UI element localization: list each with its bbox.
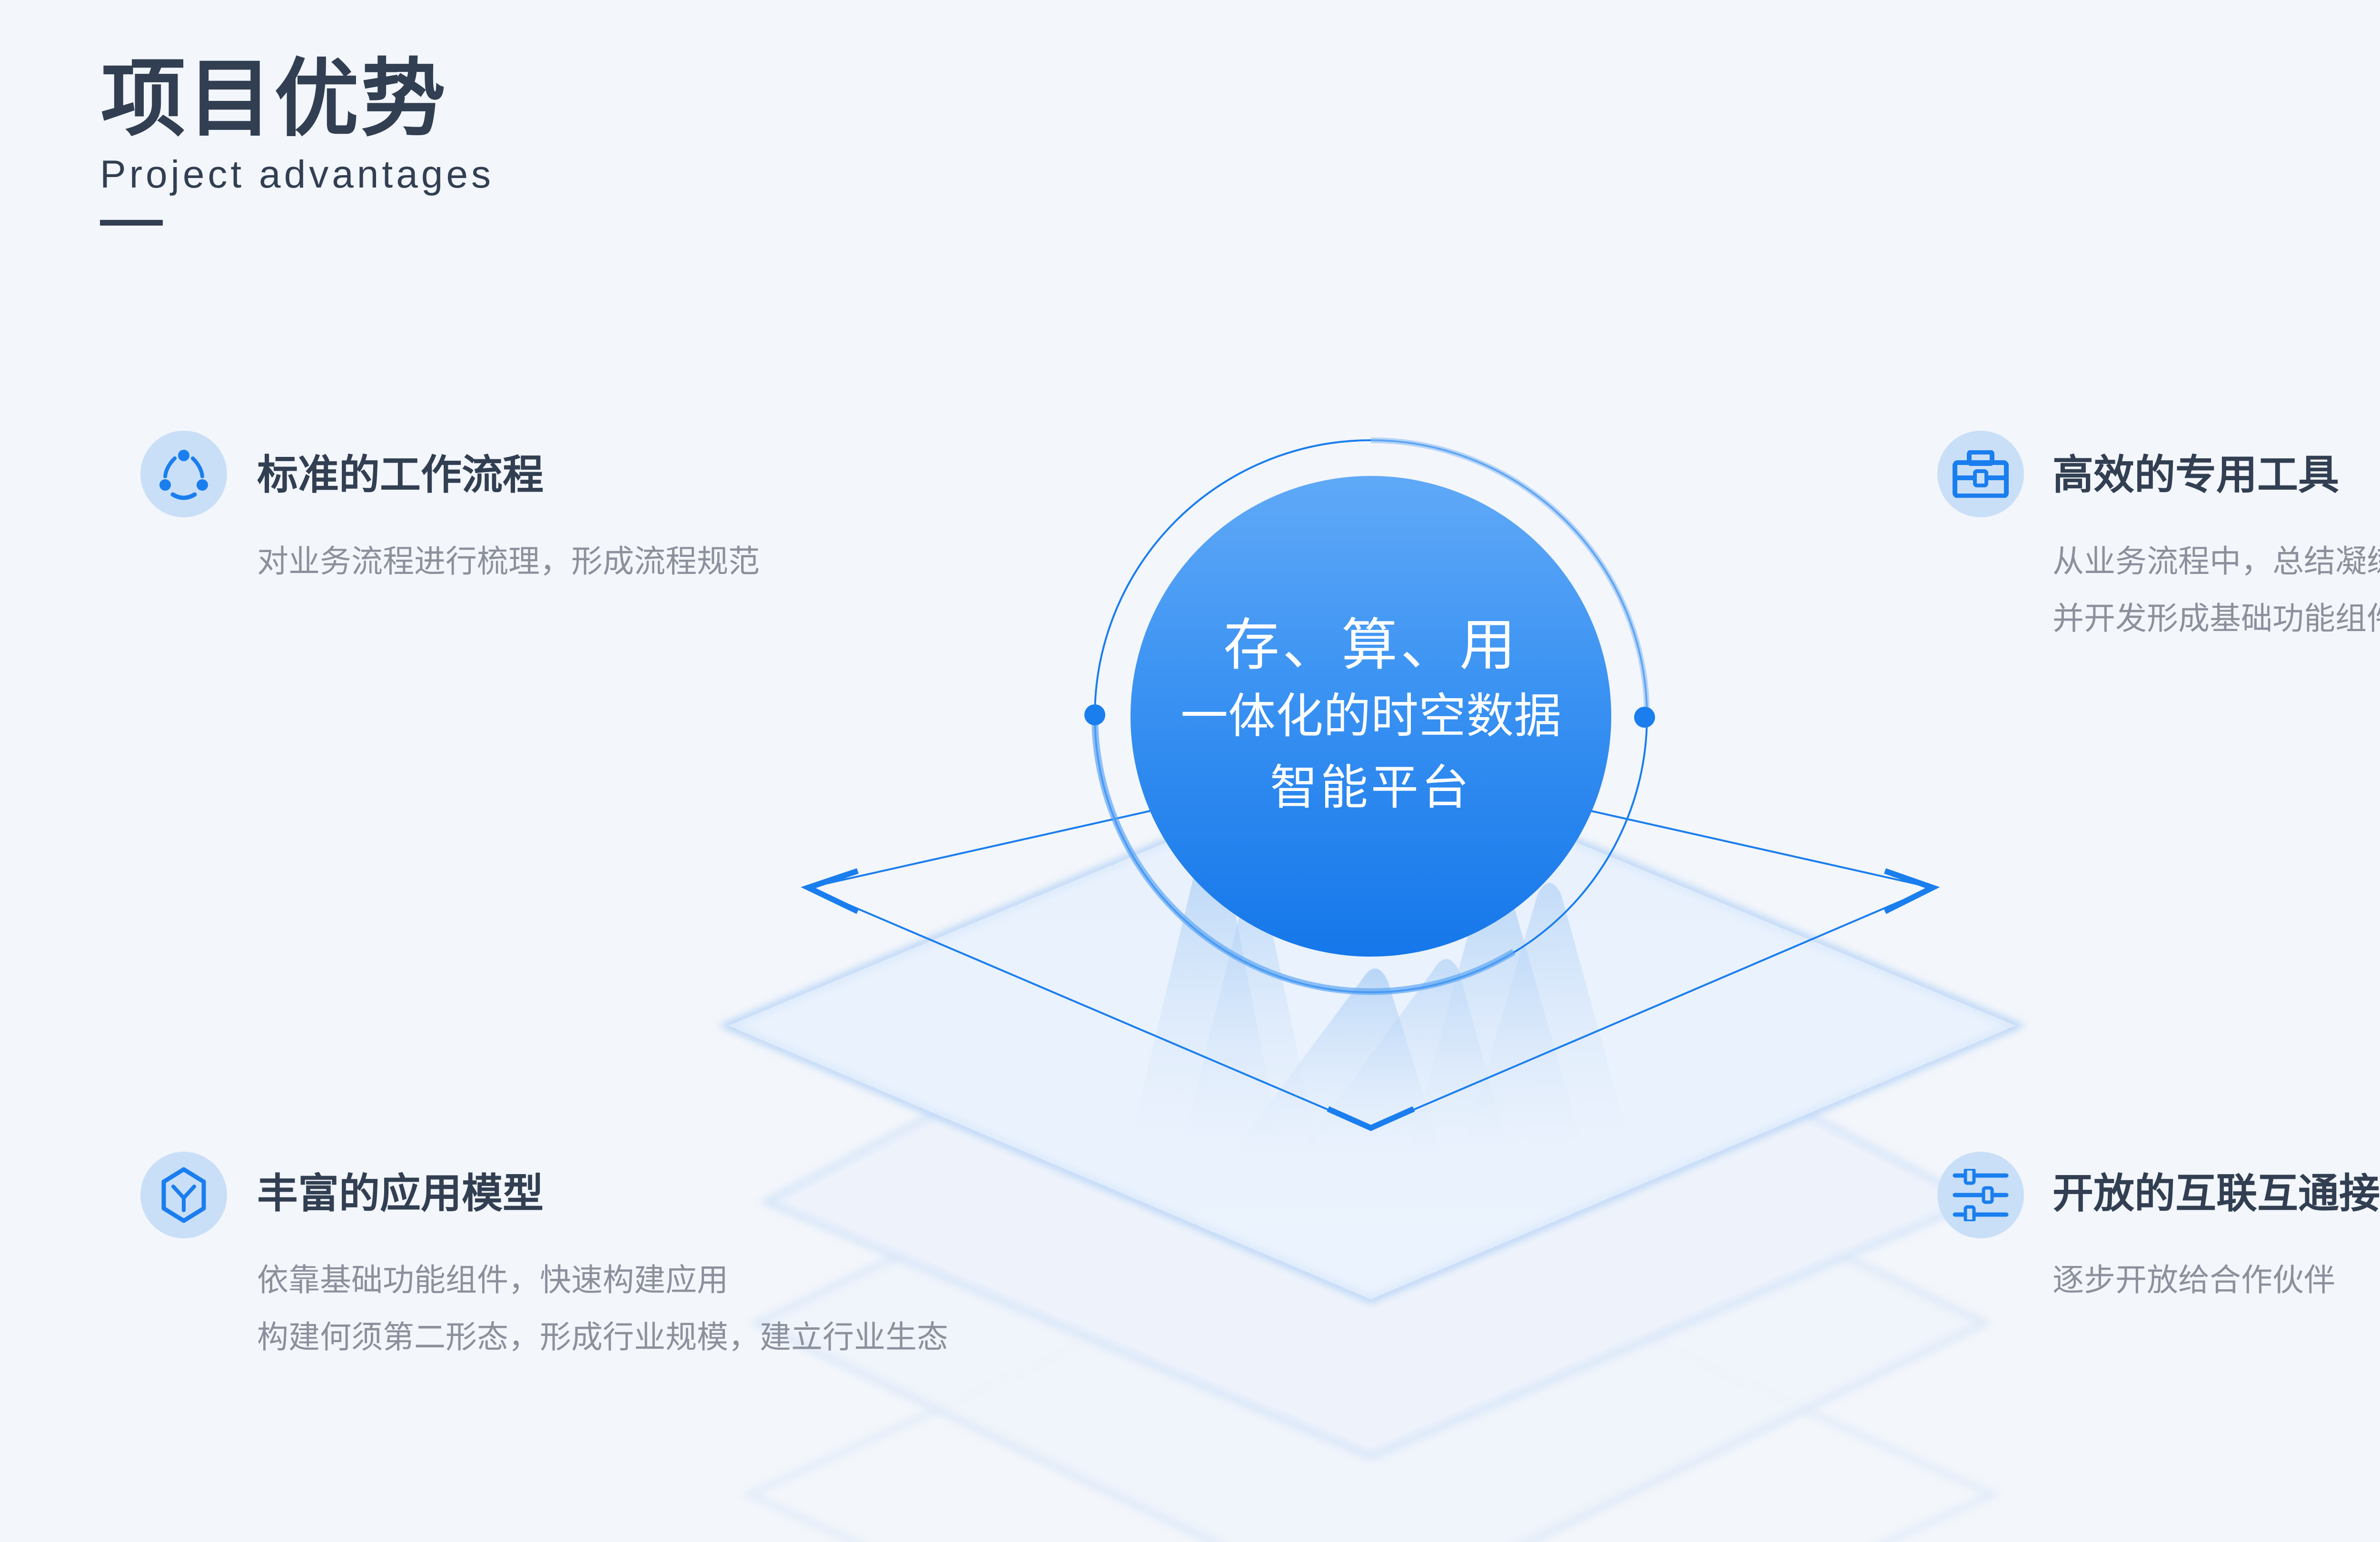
feature-desc-line: 构建何须第二形态，形成行业规模，建立行业生态	[257, 1319, 948, 1355]
cube-icon	[161, 1167, 206, 1223]
title-underline	[100, 220, 163, 226]
feature-icon-circle	[140, 431, 227, 517]
center-line-1: 存、算、用	[1223, 612, 1518, 678]
feature-title: 丰富的应用模型	[257, 1170, 544, 1217]
center-line-3: 智能平台	[1270, 760, 1472, 815]
feature-icon-circle	[1937, 431, 2024, 517]
page-subtitle: Project advantages	[100, 153, 495, 196]
feature-desc-line: 依靠基础功能组件，快速构建应用	[257, 1262, 728, 1298]
feature-icon-circle	[1937, 1152, 2024, 1238]
feature-desc-line: 逐步开放给合作伙伴	[2053, 1262, 2335, 1298]
feature-title: 标准的工作流程	[257, 451, 544, 499]
feature-title: 开放的互联互通接口	[2053, 1170, 2380, 1217]
workflow-icon	[159, 450, 208, 500]
page-title: 项目优势	[101, 49, 447, 148]
feature-title: 高效的专用工具	[2053, 451, 2339, 499]
platform-circle: 存、算、用 一体化的时空数据 智能平台	[1130, 476, 1611, 957]
sliders-icon	[1953, 1169, 2009, 1221]
feature-desc-line: 并开发形成基础功能组件	[2053, 600, 2380, 637]
feature-desc-line: 对业务流程进行梳理，形成流程规范	[257, 543, 760, 580]
feature-icon-circle	[140, 1152, 227, 1238]
feature-desc-line: 从业务流程中，总结凝练出专用的工具，	[2053, 543, 2380, 580]
toolbox-icon	[1953, 450, 2009, 498]
center-line-2: 一体化的时空数据	[1180, 688, 1561, 744]
